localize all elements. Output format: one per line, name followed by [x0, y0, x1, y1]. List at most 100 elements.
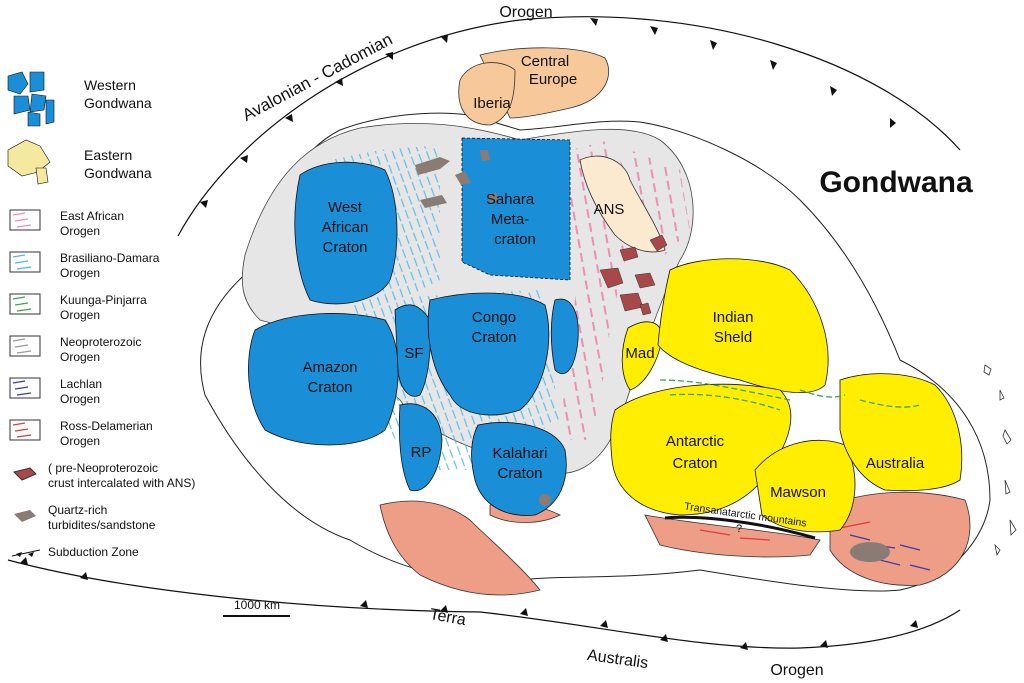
congo-craton — [427, 292, 550, 416]
legend-label-eastern-1: Eastern — [84, 147, 132, 163]
legend-label-east_african-2: Orogen — [60, 224, 100, 238]
kalahari-craton — [471, 422, 567, 516]
iberia-terrane — [458, 62, 516, 126]
region-label-amazon-1: Amazon — [302, 359, 357, 376]
region-label-congo-1: Congo — [472, 309, 516, 326]
region-label-kalahari-2: Craton — [497, 465, 542, 482]
transantarctic-mountains-line — [664, 515, 816, 540]
legend-label-western-1: Western — [84, 77, 136, 93]
scale-bar-label: 1000 km — [234, 598, 280, 612]
legend-swatch-western — [7, 71, 55, 127]
legend-label-lachlan-1: Lachlan — [60, 377, 102, 391]
legend-swatch-subduction — [11, 549, 41, 557]
region-label-west-african-1: West — [328, 199, 363, 216]
kuunga-pinjarra-dashes — [659, 379, 921, 411]
region-label-west-african-2: African — [322, 219, 369, 236]
region-label-central-europe-1: Central — [521, 53, 569, 70]
subduction-arc-bottom — [7, 559, 961, 649]
legend-swatch-lachlan — [9, 377, 41, 399]
region-label-antarctic-1: Antarctic — [666, 433, 725, 450]
legend-swatch-quartz — [14, 510, 36, 522]
legend-label-lachlan-2: Orogen — [60, 392, 100, 406]
transantarctic-question: ? — [736, 523, 742, 535]
region-label-sf: SF — [404, 345, 423, 362]
amazon-craton — [248, 313, 399, 446]
region-label-sahara-2: Meta- — [491, 211, 529, 228]
region-label-iberia: Iberia — [473, 95, 511, 112]
legend-label-pre_neo-1: ( pre-Neoproterozoic — [48, 461, 158, 475]
region-label-ans: ANS — [594, 201, 625, 218]
region-label-indian-2: Sheld — [714, 329, 752, 346]
antarctic-craton — [610, 383, 792, 516]
region-label-central-europe-2: Europe — [529, 71, 577, 88]
legend-swatch-east_african — [9, 209, 41, 231]
region-label-rp: RP — [411, 444, 432, 461]
terra-australis-salmon-west — [379, 500, 541, 596]
quartz-turbidites-australia — [850, 542, 890, 562]
pre-neoproterozoic-crust — [599, 234, 668, 316]
subduction-arc-top — [177, 16, 961, 237]
legend-swatch-kuunga — [9, 293, 41, 315]
terra-label: Terra — [428, 606, 467, 629]
legend-label-ross-1: Ross-Delamerian — [60, 419, 153, 433]
legend: Western Gondwana Eastern Gondwana — [7, 71, 152, 185]
region-label-antarctic-2: Craton — [672, 455, 717, 472]
map-title: Gondwana — [819, 166, 973, 199]
region-label-congo-2: Craton — [471, 329, 516, 346]
region-label-kalahari-1: Kalahari — [492, 445, 547, 462]
mawson-craton — [754, 439, 856, 533]
legend-swatch-neoproterozoic — [9, 335, 41, 357]
rp-craton — [398, 403, 443, 492]
region-label-amazon-2: Craton — [307, 379, 352, 396]
subduction-teeth-top — [200, 18, 896, 208]
region-label-australia: Australia — [866, 455, 925, 472]
legend-label-east_african-1: East African — [60, 209, 124, 223]
small-islands — [983, 364, 1017, 557]
legend-item-subduction: Subduction Zone — [11, 545, 139, 559]
region-label-indian-1: Indian — [713, 309, 754, 326]
sahara-metacraton — [461, 137, 571, 281]
australis-label: Australis — [586, 647, 649, 672]
legend-orogen-items: East AfricanOrogenBrasiliano-DamaraOroge… — [9, 209, 195, 559]
lachlan-region — [829, 491, 971, 586]
region-label-west-african-3: Craton — [322, 239, 367, 256]
sf-craton — [394, 304, 431, 397]
legend-swatch-brasiliano — [9, 251, 41, 273]
region-label-mad: Mad — [625, 345, 654, 362]
legend-label-eastern-2: Gondwana — [84, 165, 152, 181]
region-label-sahara-3: craton — [494, 231, 536, 248]
legend-label-quartz-2: turbidites/sandstone — [48, 518, 156, 532]
legend-label-western-2: Gondwana — [84, 95, 152, 111]
legend-label-neoproterozoic-2: Orogen — [60, 350, 100, 364]
legend-label-brasiliano-1: Brasiliano-Damara — [60, 251, 160, 265]
ans-terrane — [579, 155, 666, 253]
legend-label-pre_neo-2: crust intercalated with ANS) — [48, 476, 195, 490]
orogen-bottom-label: Orogen — [770, 662, 823, 679]
legend-label-subduction-1: Subduction Zone — [48, 545, 139, 559]
legend-label-neoproterozoic-1: Neoproterozoic — [60, 335, 141, 349]
legend-label-ross-2: Orogen — [60, 434, 100, 448]
legend-swatch-pre_neo — [13, 467, 37, 481]
quartz-turbidites-north — [415, 150, 551, 506]
legend-swatch-eastern — [7, 139, 51, 185]
west-african-craton — [294, 161, 398, 305]
orogen-top-label: Orogen — [499, 4, 552, 21]
legend-label-kuunga-2: Orogen — [60, 308, 100, 322]
madagascar-terrane — [621, 321, 663, 391]
indian-shield — [657, 258, 829, 393]
avalonian-cadomian-label: Avalonian - Cadomian — [239, 30, 395, 125]
ross-delamerian-belt — [644, 514, 821, 558]
legend-swatch-ross — [9, 419, 41, 441]
subduction-teeth-bottom — [20, 557, 918, 650]
legend-label-brasiliano-2: Orogen — [60, 266, 100, 280]
legend-label-quartz-1: Quartz-rich — [48, 503, 107, 517]
